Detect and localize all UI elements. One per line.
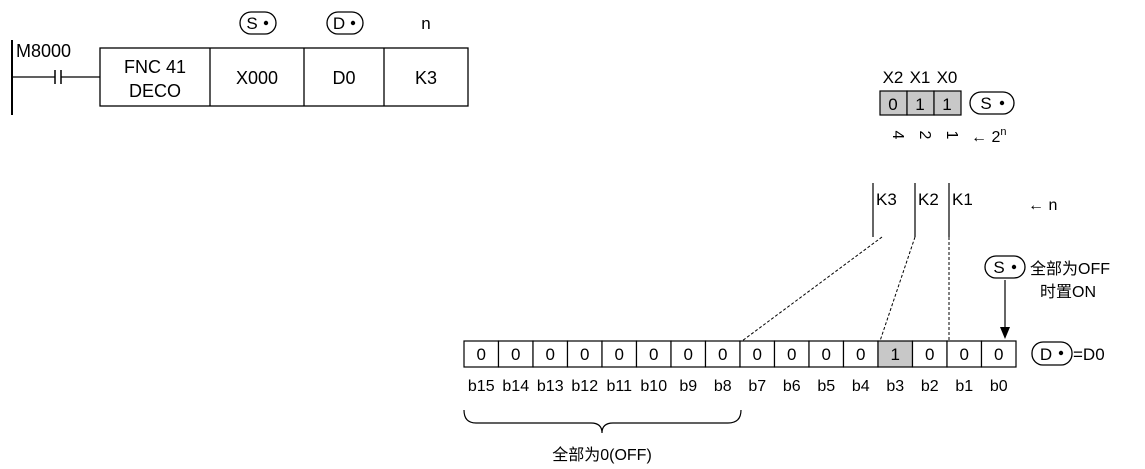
dest-label-b13: b13 <box>537 378 564 395</box>
operand-d-header: D <box>326 11 364 35</box>
dest-label-b8: b8 <box>714 378 732 395</box>
dest-bit-b12: 0 <box>580 345 589 364</box>
svg-text:S: S <box>246 14 257 33</box>
source-label-x2: X2 <box>883 68 904 87</box>
dest-cell-b11 <box>601 340 638 368</box>
ladder-rung: M8000 FNC 41 DECO X000 D0 K3 S D n <box>11 11 469 115</box>
svg-text:S: S <box>980 94 991 113</box>
dest-cell-b10 <box>635 340 672 368</box>
dest-bit-b3: 1 <box>891 345 900 364</box>
dest-cell-b13 <box>532 340 569 368</box>
down-arrow-icon <box>1000 327 1010 339</box>
dest-label-b4: b4 <box>852 378 870 395</box>
fnc-mnemonic: DECO <box>129 81 181 101</box>
dest-bit-b2: 0 <box>925 345 934 364</box>
operand-s-header: S <box>239 11 277 35</box>
dest-label-b11: b11 <box>606 378 632 395</box>
source-cell-x0 <box>933 90 962 116</box>
source-label-x0: X0 <box>937 68 958 87</box>
dest-bit-b6: 0 <box>787 345 796 364</box>
note-s-marker: S <box>984 255 1026 279</box>
note-line1: 全部为OFF <box>1030 260 1110 278</box>
dest-bit-b1: 0 <box>960 345 969 364</box>
dest-cell-b15 <box>463 340 500 368</box>
dest-bit-b13: 0 <box>546 345 555 364</box>
dest-label-b10: b10 <box>640 378 667 395</box>
dest-d-marker: D <box>1031 341 1073 366</box>
source-bits: X2 X1 X0 0 1 1 S 4 2 1 ← 2n <box>879 68 1015 146</box>
dashed-leaders <box>741 236 950 342</box>
dest-bit-b10: 0 <box>649 345 658 364</box>
dest-label-b6: b6 <box>783 378 801 395</box>
dest-bits: 0 0 0 0 0 0 0 0 0 0 0 0 1 0 0 0 <box>463 340 1017 368</box>
dest-cell-b5 <box>808 340 845 368</box>
operand-s-value: X000 <box>236 68 278 88</box>
k2-label: K2 <box>918 190 939 209</box>
dest-label-b7: b7 <box>748 378 766 395</box>
dest-label-b14: b14 <box>502 378 529 395</box>
dest-cell-b9 <box>670 340 707 368</box>
m8000-contact <box>54 70 62 84</box>
dest-label-b5: b5 <box>817 378 835 395</box>
operand-n-value: K3 <box>415 68 437 88</box>
source-bit-x0: 1 <box>942 95 951 114</box>
k3-label: K3 <box>876 190 897 209</box>
weight-2: 2 <box>916 131 933 140</box>
dest-bit-b11: 0 <box>615 345 624 364</box>
dest-bit-b7: 0 <box>753 345 762 364</box>
dest-bit-b8: 0 <box>718 345 727 364</box>
svg-text:S: S <box>993 258 1004 277</box>
fnc-number: FNC 41 <box>124 57 186 77</box>
dest-bit-b4: 0 <box>856 345 865 364</box>
dest-bit-b0: 0 <box>994 345 1003 364</box>
dest-bit-b5: 0 <box>822 345 831 364</box>
dest-label-b2: b2 <box>921 378 939 395</box>
dest-label-b15: b15 <box>468 378 495 395</box>
weight-1: 1 <box>943 131 960 140</box>
note-line2: 时置ON <box>1040 283 1096 301</box>
weight-arrow-label: ← 2n <box>971 126 1006 146</box>
dest-cell-b14 <box>497 340 534 368</box>
source-bit-x1: 1 <box>915 95 924 114</box>
brace-label: 全部为0(OFF) <box>552 446 652 464</box>
operand-n-header: n <box>421 14 430 33</box>
dest-cell-b6 <box>773 340 810 368</box>
high-byte-brace <box>463 409 742 434</box>
operand-d-value: D0 <box>332 68 355 88</box>
dest-cell-b0 <box>980 340 1017 368</box>
dest-label-b3: b3 <box>886 378 904 395</box>
dest-label-b1: b1 <box>955 378 973 395</box>
all-off-note: S 全部为OFF 时置ON <box>984 255 1110 339</box>
instruction-box: FNC 41 DECO X000 D0 K3 <box>99 47 469 107</box>
dest-label-b12: b12 <box>571 378 598 395</box>
dest-label-b9: b9 <box>679 378 697 395</box>
dest-suffix: =D0 <box>1073 345 1105 364</box>
dest-label-b0: b0 <box>990 378 1008 395</box>
source-s-marker: S <box>969 91 1015 115</box>
svg-text:D: D <box>1040 345 1052 364</box>
dest-cell-b12 <box>566 340 603 368</box>
k-labels: K3 K2 K1 ← n <box>872 183 1057 237</box>
weight-4: 4 <box>889 131 906 140</box>
contact-label: M8000 <box>16 41 71 61</box>
dest-bit-b9: 0 <box>684 345 693 364</box>
n-arrow-label: ← n <box>1028 197 1057 214</box>
k1-label: K1 <box>952 190 973 209</box>
dest-bit-labels: b15 b14 b13 b12 b11 b10 b9 b8 b7 b6 b5 b4 b3 b2 b1 b0 <box>468 378 1008 395</box>
dest-bit-b15: 0 <box>477 345 486 364</box>
dest-bit-b14: 0 <box>511 345 520 364</box>
source-label-x1: X1 <box>910 68 931 87</box>
source-bit-x2: 0 <box>888 95 897 114</box>
svg-text:D: D <box>333 14 345 33</box>
